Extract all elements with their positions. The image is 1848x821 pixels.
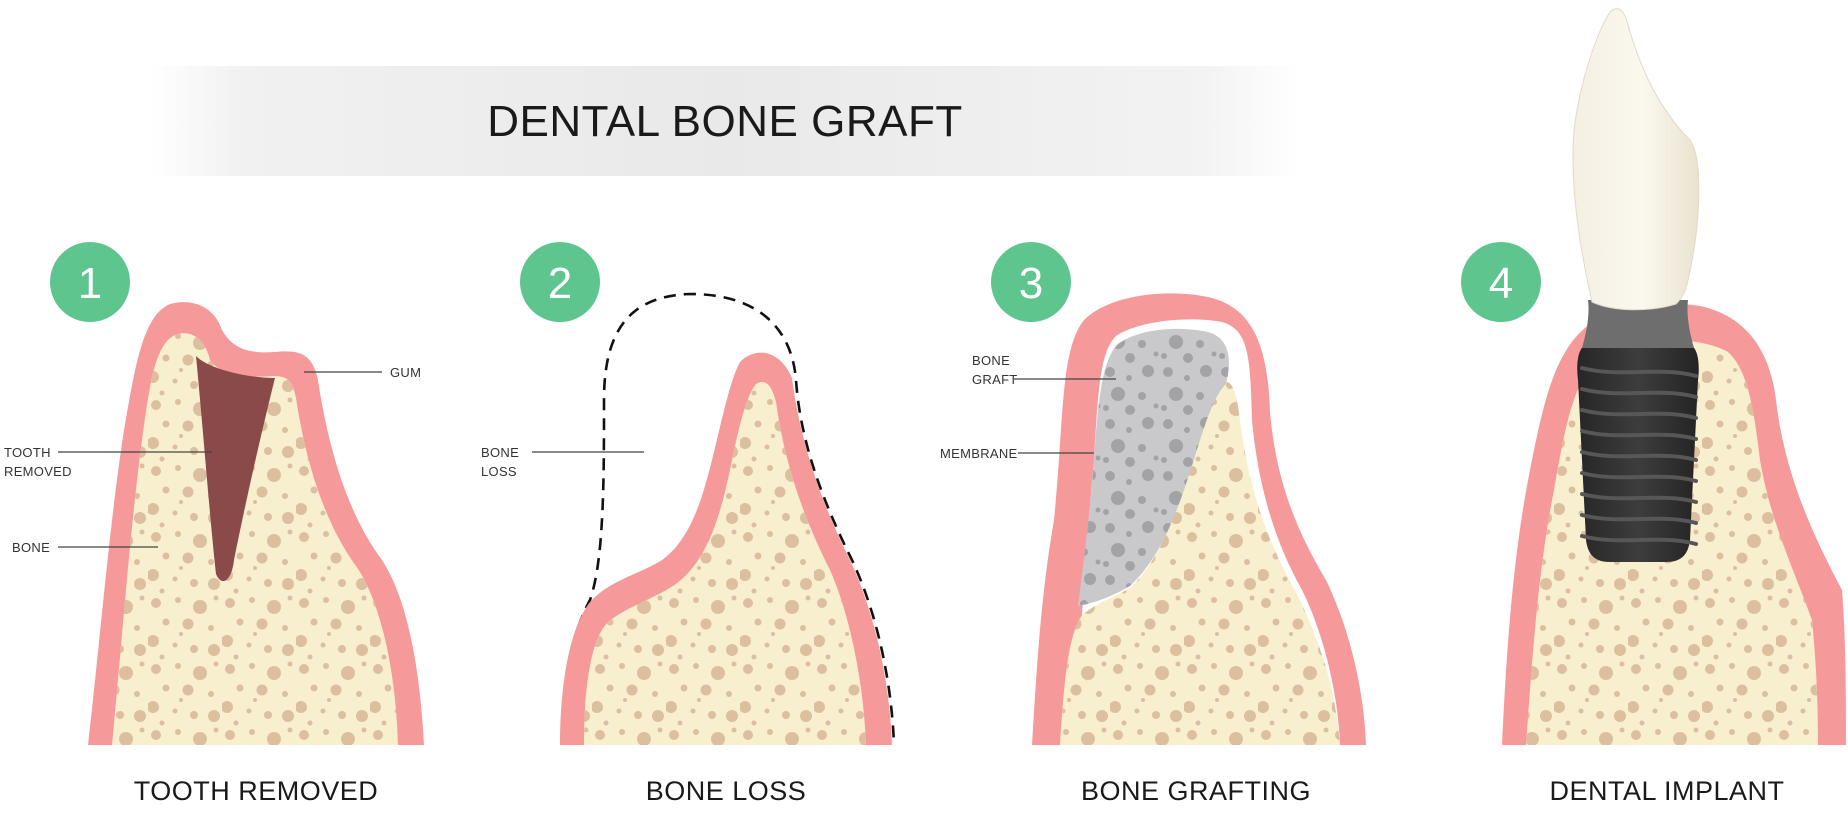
bone-pores	[584, 382, 866, 745]
panel-tooth-removed: 1 GUM TOOTH REMOVED BONE TOOTH REMOVED	[4, 242, 424, 806]
implant-threads	[1580, 366, 1698, 546]
step-badge-1	[50, 242, 130, 322]
step-number-4: 4	[1489, 259, 1513, 308]
crown	[1572, 8, 1700, 311]
tooth-removed-label-line1: TOOTH	[4, 445, 51, 460]
step-badge-2	[520, 242, 600, 322]
page-title: DENTAL BONE GRAFT	[487, 97, 962, 146]
title-banner	[150, 66, 1300, 176]
implant-thread	[1580, 408, 1698, 420]
implant-thread	[1580, 492, 1698, 504]
step-number-3: 3	[1019, 259, 1043, 308]
original-bone-outline	[560, 292, 896, 746]
panel-bone-grafting: 3 BONE GRAFT MEMBRANE BONE GRAFTING	[940, 242, 1366, 806]
step-number-2: 2	[548, 259, 572, 308]
bone-loss-label-line1: BONE	[481, 445, 519, 460]
graft-particles	[1078, 328, 1229, 606]
step-badge-4	[1461, 242, 1541, 322]
step-badge-3	[991, 242, 1071, 322]
bone-graft-label-line1: BONE	[972, 353, 1010, 368]
panel-bone-loss: 2 BONE LOSS BONE LOSS	[481, 242, 896, 806]
step-number-1: 1	[78, 259, 102, 308]
caption-tooth-removed: TOOTH REMOVED	[134, 776, 379, 806]
caption-bone-loss: BONE LOSS	[646, 776, 807, 806]
implant-thread	[1580, 513, 1698, 525]
gum-label: GUM	[390, 365, 421, 380]
bone-label: BONE	[12, 540, 50, 555]
implant-thread	[1580, 387, 1698, 399]
implant-thread	[1580, 471, 1698, 483]
bone-pores	[112, 333, 398, 745]
bone-loss-label-line2: LOSS	[481, 464, 517, 479]
implant-thread	[1580, 534, 1698, 546]
tooth-removed-label-line2: REMOVED	[4, 464, 72, 479]
implant-thread	[1580, 366, 1698, 378]
tooth-socket	[196, 356, 275, 582]
bone-graft-label-line2: GRAFT	[972, 372, 1018, 387]
caption-bone-grafting: BONE GRAFTING	[1081, 776, 1311, 806]
implant-thread	[1580, 450, 1698, 462]
implant-screw	[1577, 346, 1699, 562]
panel-dental-implant: 4 DENTAL IMPLANT	[1461, 8, 1846, 806]
membrane-label: MEMBRANE	[940, 446, 1018, 461]
implant-thread	[1580, 429, 1698, 441]
caption-dental-implant: DENTAL IMPLANT	[1549, 776, 1784, 806]
bone-pores	[1060, 381, 1340, 745]
abutment	[1582, 300, 1694, 348]
